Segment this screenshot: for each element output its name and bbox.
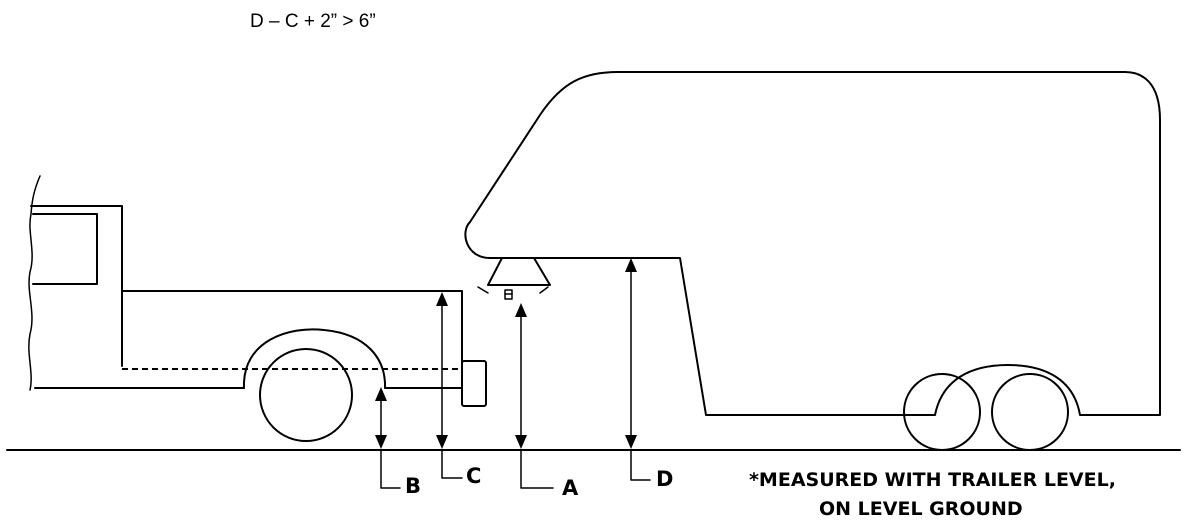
- trailer-pin-box: [487, 257, 551, 286]
- truck-bed: [121, 290, 463, 389]
- dimension-d: [625, 258, 651, 481]
- dimension-b: [375, 387, 401, 489]
- truck-wheel: [259, 348, 353, 442]
- measurement-note: *MEASURED WITH TRAILER LEVEL, ON LEVEL G…: [749, 466, 1189, 524]
- trailer-wheel-rear: [991, 373, 1069, 451]
- clearance-formula: D – C + 2” > 6”: [250, 11, 376, 32]
- truck-cab: [30, 205, 123, 367]
- fifth-wheel-trailer: [464, 71, 1161, 451]
- truck-wheel-arch: [242, 328, 387, 389]
- label-c: C: [466, 464, 482, 488]
- dimension-c: [436, 292, 463, 479]
- label-a: A: [562, 476, 579, 500]
- trailer-pin-plate: [477, 286, 549, 294]
- trailer-wheel-front: [903, 373, 981, 451]
- truck-receiver: [461, 360, 487, 407]
- truck: [28, 175, 487, 442]
- trailer-body: [464, 71, 1161, 416]
- label-b: B: [405, 474, 422, 498]
- truck-cab-front: [28, 175, 41, 391]
- dimension-a: [515, 303, 554, 489]
- note-line-1: *MEASURED WITH TRAILER LEVEL,: [749, 469, 1116, 491]
- label-d: D: [656, 467, 674, 491]
- truck-cab-window: [32, 213, 98, 285]
- note-line-2: ON LEVEL GROUND: [819, 498, 1023, 520]
